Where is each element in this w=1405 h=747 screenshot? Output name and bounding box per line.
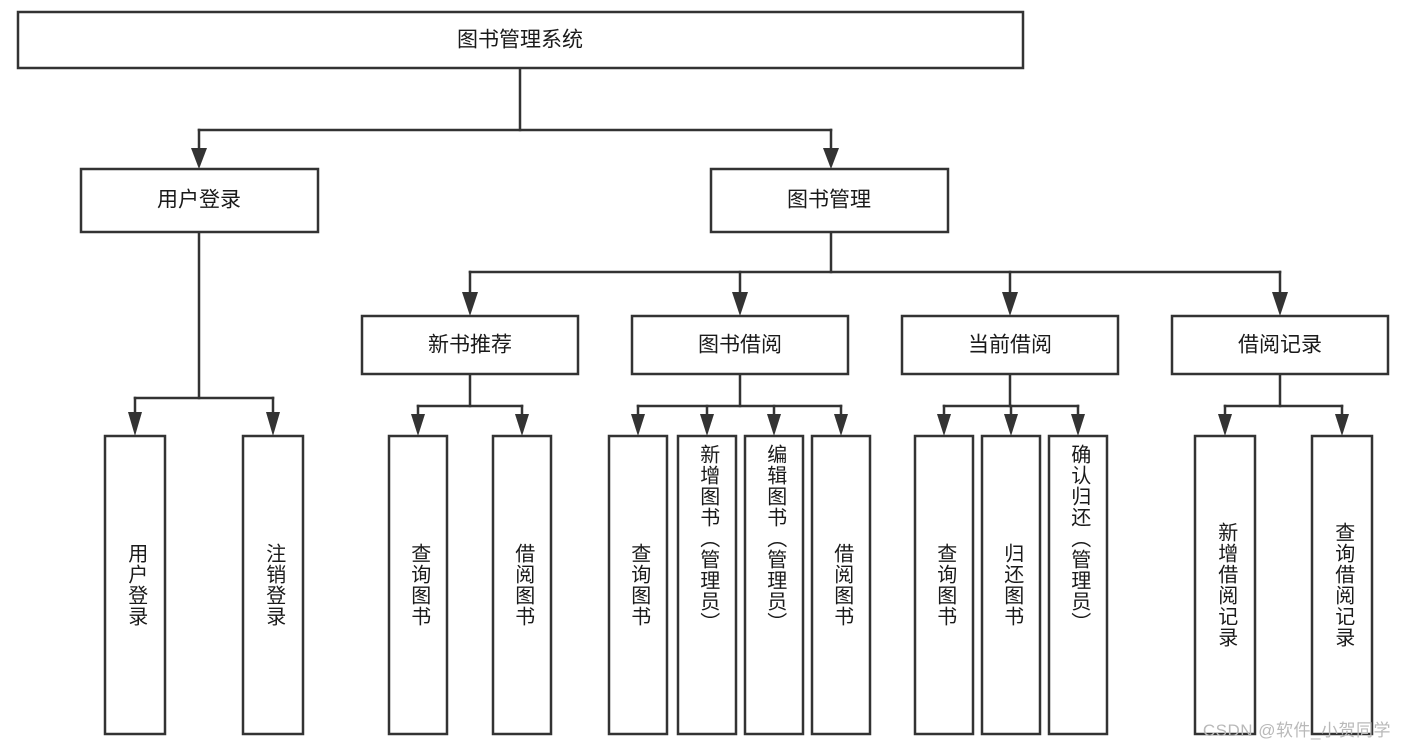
node-box-shape — [709, 167, 950, 234]
node-new-book-recommend[interactable]: 新书推荐 — [360, 314, 580, 376]
arrow-head-icon — [700, 414, 714, 436]
arrow-head-icon — [266, 412, 280, 436]
connector-root-to-level2 — [191, 66, 839, 169]
node-current-borrow[interactable]: 当前借阅 — [900, 314, 1120, 376]
leaf-box-add-book[interactable] — [676, 434, 738, 736]
arrow-head-icon — [1002, 292, 1018, 316]
node-borrow-record[interactable]: 借阅记录 — [1170, 314, 1390, 376]
leaf-box-confirm-return[interactable] — [1047, 434, 1109, 736]
node-label: 借阅记录 — [1238, 334, 1322, 357]
leaf-box-user-login[interactable] — [103, 434, 167, 736]
node-box-shape — [79, 167, 320, 234]
arrow-head-icon — [631, 414, 645, 436]
node-book-borrow[interactable]: 图书借阅 — [630, 314, 850, 376]
node-user-login[interactable]: 用户登录 — [79, 167, 320, 234]
leaf-box-borrow-book-2[interactable] — [810, 434, 872, 736]
arrow-head-icon — [128, 412, 142, 436]
arrow-head-icon — [411, 414, 425, 436]
arrow-head-icon — [1218, 414, 1232, 436]
connector-bookborrow-to-leaves — [631, 372, 848, 436]
leaf-box-edit-book[interactable] — [743, 434, 805, 736]
node-label: 图书管理 — [787, 189, 871, 212]
connector-bookmanage-to-level3 — [462, 230, 1288, 316]
connector-currentborrow-to-leaves — [937, 372, 1085, 436]
arrow-head-icon — [937, 414, 951, 436]
arrow-head-icon — [515, 414, 529, 436]
leaf-box-query-book-2[interactable] — [607, 434, 669, 736]
connector-userlogin-to-leaves — [128, 230, 280, 436]
node-label: 新书推荐 — [428, 334, 512, 357]
leaf-box-return-book[interactable] — [980, 434, 1042, 736]
leaf-box-logout-login[interactable] — [241, 434, 305, 736]
node-label: 图书借阅 — [698, 334, 782, 357]
node-box-shape — [16, 10, 1025, 70]
arrow-head-icon — [191, 148, 207, 169]
connector-newbook-to-leaves — [411, 372, 529, 436]
node-label: 用户登录 — [157, 189, 241, 212]
arrow-head-icon — [1004, 414, 1018, 436]
arrow-head-icon — [732, 292, 748, 316]
node-root[interactable]: 图书管理系统 — [16, 10, 1025, 70]
connector-borrowrecord-to-leaves — [1218, 372, 1349, 436]
leaf-box-query-book-3[interactable] — [913, 434, 975, 736]
node-label: 当前借阅 — [968, 334, 1052, 357]
arrow-head-icon — [1335, 414, 1349, 436]
leaf-box-borrow-book-1[interactable] — [491, 434, 553, 736]
arrow-head-icon — [462, 292, 478, 316]
node-book-manage[interactable]: 图书管理 — [709, 167, 950, 234]
node-label: 图书管理系统 — [457, 29, 583, 52]
arrow-head-icon — [1071, 414, 1085, 436]
arrow-head-icon — [1272, 292, 1288, 316]
leaf-box-add-record[interactable] — [1193, 434, 1257, 736]
node-box-shape — [630, 314, 850, 376]
arrow-head-icon — [823, 148, 839, 169]
arrow-head-icon — [834, 414, 848, 436]
leaf-box-query-record[interactable] — [1310, 434, 1374, 736]
arrow-head-icon — [767, 414, 781, 436]
leaf-box-query-book-1[interactable] — [387, 434, 449, 736]
node-box-shape — [360, 314, 580, 376]
node-box-shape — [900, 314, 1120, 376]
node-box-shape — [1170, 314, 1390, 376]
